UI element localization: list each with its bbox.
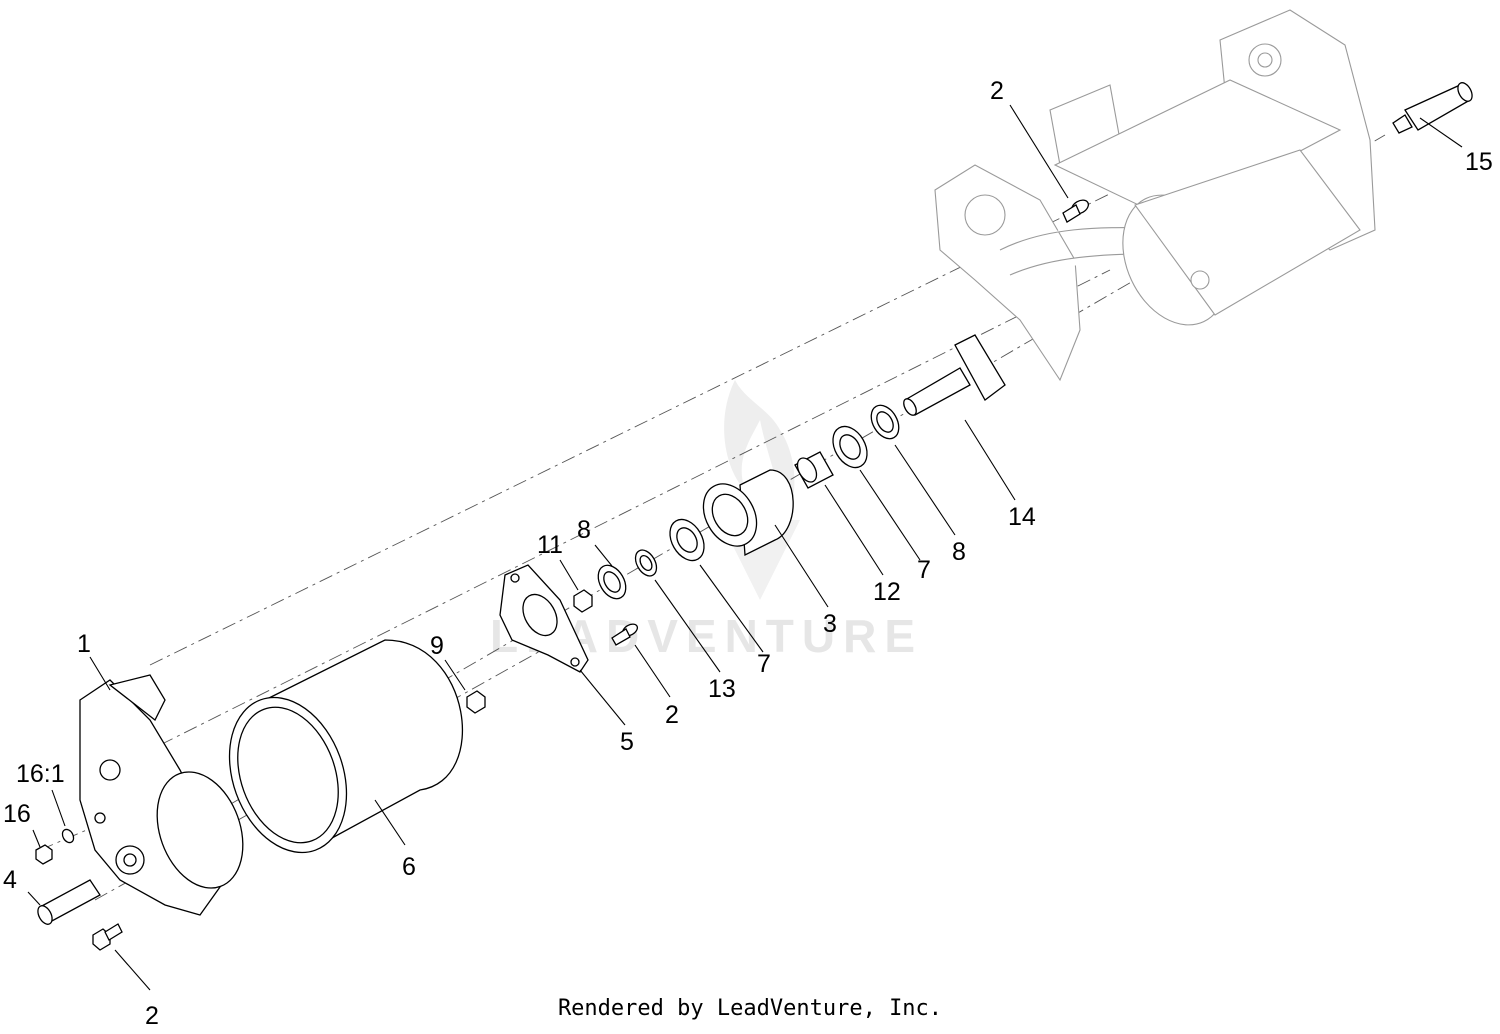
- callout-13: 13: [708, 675, 736, 703]
- callout-7-right: 7: [917, 556, 931, 584]
- callout-3: 3: [823, 610, 837, 638]
- callout-11: 11: [537, 531, 563, 559]
- callout-14: 14: [1008, 503, 1036, 531]
- part-3-hub: [702, 469, 794, 557]
- render-credit: Rendered by LeadVenture, Inc.: [557, 996, 943, 1021]
- callout-9: 9: [430, 632, 444, 660]
- part-7-bearing-left: [669, 518, 705, 562]
- callout-8-right: 8: [952, 538, 966, 566]
- ghost-assembly: [934, 9, 1376, 382]
- callout-5: 5: [620, 728, 634, 756]
- part-1-gearbox: [79, 674, 244, 916]
- part-11-nut: [573, 589, 593, 613]
- callout-7-left: 7: [757, 650, 771, 678]
- callout-1: 1: [77, 630, 91, 658]
- callout-2-bottom: 2: [145, 1002, 159, 1030]
- leader-lines: [27, 104, 1463, 991]
- callout-2-mid: 2: [665, 701, 679, 729]
- part-14-shaft: [903, 334, 1006, 416]
- callout-16-1: 16:1: [16, 760, 65, 788]
- callout-12: 12: [873, 578, 901, 606]
- part-12-spacer: [794, 451, 834, 489]
- part-16-plug: [35, 844, 53, 865]
- callout-8-left: 8: [577, 516, 591, 544]
- part-8-washer-left: [597, 564, 627, 600]
- part-2-bolt-top: [1062, 199, 1090, 223]
- part-5-plate: [499, 564, 589, 673]
- part-16-1-washer: [61, 828, 75, 844]
- part-8-washer-right: [870, 404, 900, 440]
- part-2-bolt-bottom: [92, 923, 123, 951]
- part-2-bolt-mid: [611, 623, 639, 646]
- part-6-cylinder: [228, 639, 463, 854]
- callout-2-top: 2: [990, 77, 1004, 105]
- part-7-bearing-right: [832, 425, 868, 469]
- callout-16: 16: [3, 800, 31, 828]
- part-9-nut: [466, 690, 486, 714]
- callout-6: 6: [402, 853, 416, 881]
- part-15-pin: [1392, 82, 1473, 134]
- callout-labels: 1 2 15 14 8 7 12 3 7 13 2 5 8 11 9 6 16:…: [3, 77, 1493, 1030]
- part-4-pin: [37, 879, 101, 925]
- callout-4: 4: [3, 866, 17, 894]
- part-13-spacer: [634, 549, 658, 577]
- callout-15: 15: [1465, 148, 1493, 176]
